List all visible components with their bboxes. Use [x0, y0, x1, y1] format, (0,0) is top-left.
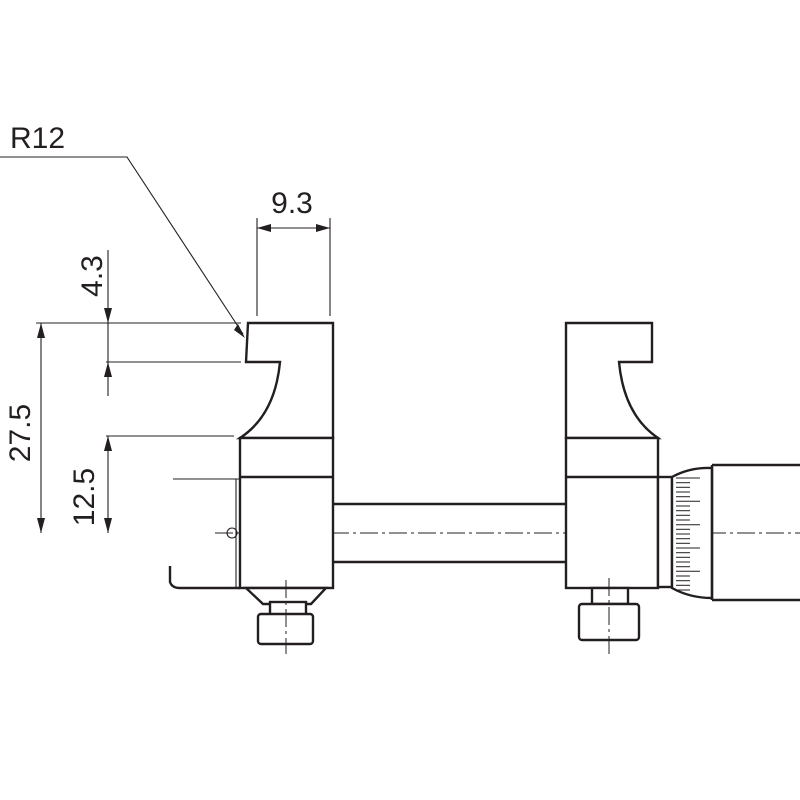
dimension-r12: R12: [0, 122, 245, 338]
dimension-4-3: 4.3: [36, 250, 241, 396]
right-jaw-tip: [564, 321, 662, 440]
right-jaw: [564, 321, 662, 656]
right-jaw-body: [564, 436, 660, 590]
dimension-12-5: 12.5: [68, 435, 234, 533]
dimension-27-5: 27.5: [4, 323, 45, 533]
left-hook: [168, 566, 240, 590]
thimble-graduations: [676, 477, 700, 591]
label-27-5: 27.5: [4, 404, 37, 462]
label-9-3: 9.3: [271, 187, 313, 220]
right-clamp-stem: [590, 586, 630, 606]
thimble-collar: [656, 475, 674, 589]
micrometer-head: [656, 463, 800, 602]
dimension-9-3: 9.3: [256, 187, 331, 316]
left-jaw: [235, 321, 335, 654]
label-4-3: 4.3: [76, 255, 109, 297]
left-jaw-tip: [235, 321, 335, 440]
label-12-5: 12.5: [68, 468, 101, 526]
reference-hole: [226, 527, 238, 539]
left-jaw-body: [238, 436, 335, 590]
label-r12: R12: [10, 122, 65, 155]
connecting-rod: [333, 502, 566, 564]
